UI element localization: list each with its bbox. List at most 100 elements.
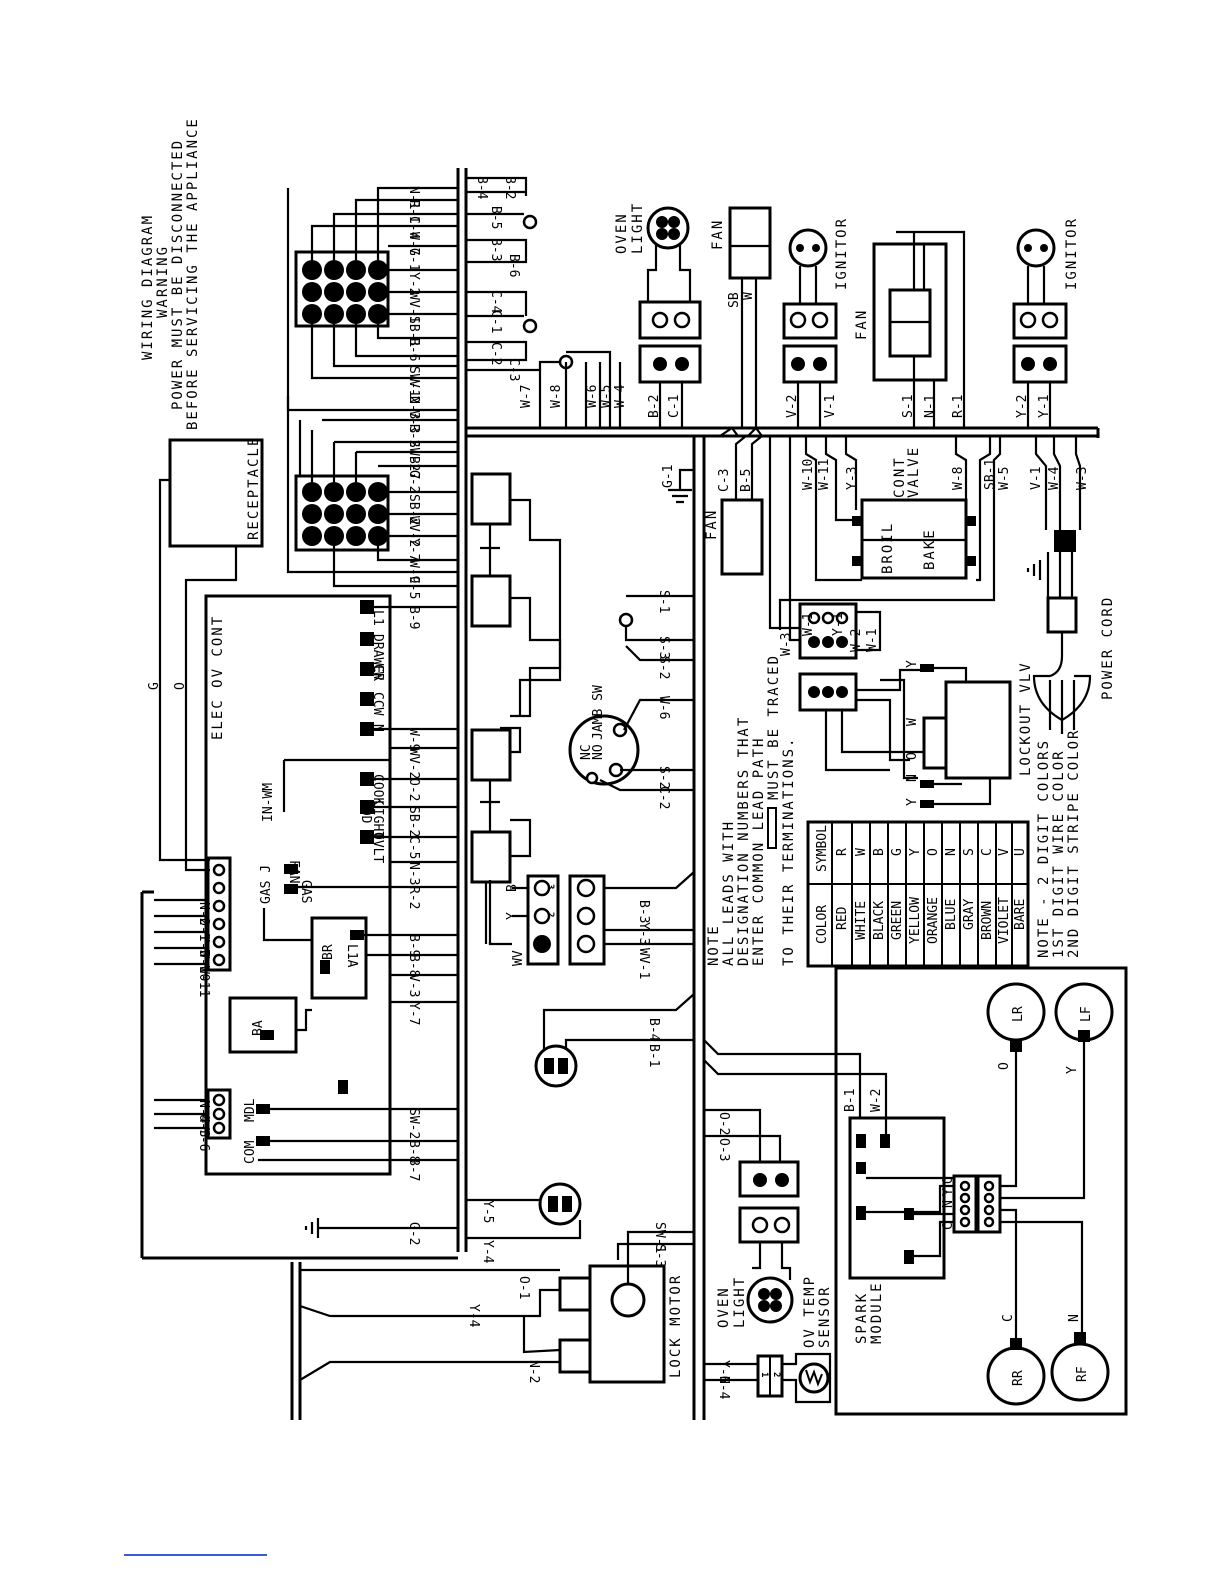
note-leads-line-4: MUST BE TRACED: [766, 654, 782, 800]
wire-y-2: Y-2: [406, 272, 421, 295]
wire-sw-2: SW-2: [406, 440, 421, 471]
note-colors-line-2: 2ND DIGIT STRIPE COLOR: [1066, 729, 1082, 958]
term-ba: BA: [251, 1020, 266, 1036]
wire-w-7: W-7: [406, 232, 421, 255]
note-leads-line-5: TO THEIR TERMINATIONS.: [781, 737, 797, 966]
wire-s-1: S-1: [901, 395, 916, 418]
bake-label: BAKE: [922, 528, 938, 570]
fan-mid: FAN C-3 B-5: [704, 426, 764, 576]
term-cw: CW: [370, 664, 385, 680]
wire-b-9-a: B-9: [406, 606, 421, 629]
svg-text:V: V: [997, 848, 1012, 856]
wire-w-8: W-8: [549, 385, 564, 408]
footer-link-underline[interactable]: [124, 1554, 267, 1556]
cont-valve-label-2: VALVE: [906, 446, 922, 498]
term-gas-j: GAS J: [259, 865, 274, 904]
svg-text:1: 1: [308, 488, 314, 499]
connector-12pin-top: [294, 250, 390, 328]
wire-y-4-mid: Y-4: [466, 1304, 481, 1328]
wire-b-3-mid: B-3: [636, 900, 651, 923]
wire-b-7: B-7: [406, 456, 421, 479]
term-cook: COOK: [370, 774, 385, 805]
svg-text:4: 4: [308, 288, 314, 299]
color-row-brown: BROWN: [980, 901, 995, 940]
note-leads-line-2: DESIGNATION NUMBERS THAT: [736, 716, 752, 966]
wire-c-4-b: C-4: [488, 290, 503, 314]
wire-o-1-mid: O-1: [516, 1276, 531, 1299]
spark-module-frame: SPARK MODULE C N Y O B-1 W-2 O Y C N: [703, 966, 1128, 1416]
wire-w-4-mid: W-11: [817, 459, 832, 490]
svg-text:3: 3: [352, 488, 358, 499]
svg-text:C: C: [980, 848, 995, 856]
wire-b-4: B-4: [474, 176, 489, 200]
term-light: LIGHT: [370, 800, 385, 839]
svg-text:5: 5: [330, 288, 336, 299]
wire-b-8: B-8: [406, 954, 421, 977]
lv-o: O: [905, 752, 920, 760]
color-row-green: GREEN: [890, 901, 905, 940]
wire-b-2-b: B-2: [647, 395, 662, 418]
wire-b-1-mid: B-1: [646, 1044, 661, 1067]
diagram-title: WIRING DIAGRAM: [140, 214, 156, 360]
svg-text:R: R: [835, 848, 850, 856]
light-socket-low: Y-5 Y-4: [466, 1182, 582, 1264]
wire-w-3-mid-b: W-8: [951, 467, 966, 490]
wire-w-6: W-6: [585, 385, 600, 408]
fan-right: FAN S-1 N-1 R-1: [854, 230, 966, 428]
oven-light-bottom: C-3 O-2 O-3 OVEN LIGHT: [704, 1108, 800, 1328]
note-colors-line-1: 1ST DIGIT WIRE COLOR: [1051, 749, 1067, 958]
oven-light-top: OVEN LIGHT B-2 C-1: [614, 202, 702, 428]
wire-s-2-mid: S-2: [656, 656, 671, 679]
wire-wv-1: WV-1: [406, 292, 421, 323]
wire-v-1: V-1: [823, 395, 838, 418]
color-row-white: WHITE: [854, 901, 869, 940]
wire-b-2: B-2: [502, 176, 517, 199]
wire-sw-1: SW-1: [406, 366, 421, 397]
wire-c-1: C-1: [488, 310, 503, 333]
wire-w: W: [741, 292, 756, 300]
svg-text:6: 6: [352, 288, 358, 299]
wire-c-4: C-4: [406, 216, 421, 240]
wire-v-2-b: V-2: [785, 395, 800, 418]
lockout-valve: LOCKOUT VLV W-3 W-1 Y-1 W-2 W-1 Y W O N …: [779, 602, 1034, 808]
term-mdl: MDL: [243, 1098, 258, 1122]
wire-s-3-mid: S-3: [656, 636, 671, 659]
wire-w-5: W-5: [599, 385, 614, 408]
svg-text:4: 4: [308, 510, 314, 521]
elec-oven-control: ELEC OV CONT L1 DRAWER CW C: [204, 594, 458, 1176]
svg-text:B: B: [872, 848, 887, 856]
wire-n-1: N-1: [406, 186, 421, 209]
wire-w-11: W-11: [196, 966, 211, 997]
ov-temp-sensor: OV TEMP SENSOR 1 2 Y-6 N-4: [704, 1275, 833, 1404]
svg-text:G: G: [890, 848, 905, 856]
warning-line-1: POWER MUST BE DISCONNECTED: [170, 139, 186, 410]
lockout-vlv-label: LOCKOUT VLV: [1018, 661, 1034, 776]
ignitor-right-label: IGNITOR: [1064, 217, 1080, 290]
wire-g-1: G-1: [406, 248, 421, 271]
valve-switch-blocks: [470, 472, 562, 946]
wire-w-7-b: W-7: [519, 385, 534, 408]
wire-wv-1-mid: WV-1: [636, 948, 651, 979]
wv-terminal-2: B-3 Y-3 WV-1: [568, 871, 695, 979]
burner-lf: LF: [1079, 1006, 1094, 1022]
receptacle-label: RECEPTACLE: [246, 436, 262, 540]
wire-g-2: G-2: [406, 470, 421, 493]
fan-right-label: FAN: [854, 309, 870, 340]
svg-text:7: 7: [308, 532, 314, 543]
fan-top-label: FAN: [710, 219, 726, 250]
wire-sb-1-mid: C-3: [717, 469, 732, 492]
wire-w-6-mid: W-6: [656, 696, 671, 719]
oven-light-top-label-1: OVEN: [614, 212, 630, 254]
color-row-gray: GRAY: [962, 899, 977, 930]
wire-c-2-mid: C-2: [656, 786, 671, 809]
wire-o-3: O-3: [196, 1114, 211, 1137]
wire-n-1-b: N-1: [923, 395, 938, 418]
warning-line-2: BEFORE SERVICING THE APPLIANCE: [185, 117, 201, 430]
svg-text:6: 6: [352, 510, 358, 521]
wire-sb: SB: [727, 292, 742, 308]
wire-y-4-low: Y-4: [480, 1240, 495, 1264]
oven-light-top-label-2: LIGHT: [630, 202, 646, 254]
cont-valve: BROIL BAKE CONT VALVE W-10 W-11 Y-3 W-8 …: [768, 436, 1012, 642]
wire-b-6-b: B-6: [506, 254, 521, 277]
